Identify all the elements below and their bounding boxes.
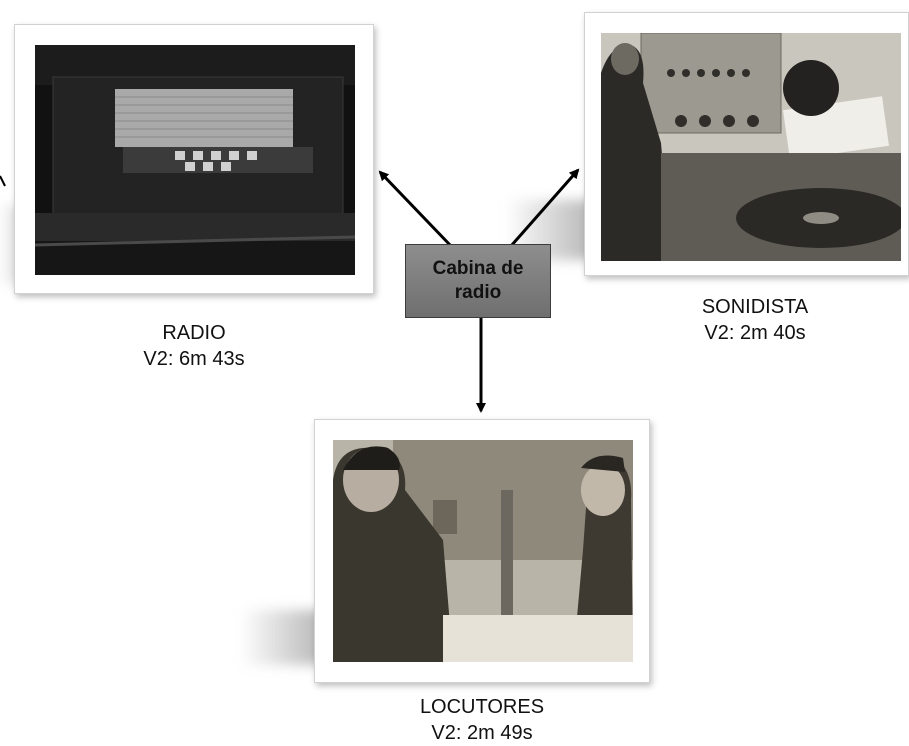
radio-duration: V2: 6m 43s bbox=[143, 348, 245, 370]
hub-label-line1: Cabina de bbox=[432, 258, 524, 279]
hub-cabina-de-radio: Cabina de radio bbox=[405, 244, 551, 318]
arrow-to-sonidista bbox=[509, 168, 580, 247]
sonidista-duration: V2: 2m 40s bbox=[704, 322, 806, 344]
radio-photo-card bbox=[14, 24, 374, 294]
locutores-card-shadow bbox=[240, 610, 325, 665]
sonidista-caption: SONIDISTA V2: 2m 40s bbox=[655, 294, 855, 346]
arrow-to-radio bbox=[378, 170, 453, 248]
sonidista-title: SONIDISTA bbox=[701, 296, 809, 318]
locutores-photo-card bbox=[314, 419, 650, 683]
sonidista-photo bbox=[601, 33, 901, 261]
radio-photo bbox=[35, 45, 355, 275]
locutores-caption: LOCUTORES V2: 2m 49s bbox=[382, 694, 582, 746]
locutores-duration: V2: 2m 49s bbox=[431, 722, 533, 744]
locutores-photo bbox=[333, 440, 633, 662]
locutores-title: LOCUTORES bbox=[419, 696, 545, 718]
hub-label-line2: radio bbox=[454, 282, 502, 303]
radio-title: RADIO bbox=[162, 322, 226, 344]
radio-caption: RADIO V2: 6m 43s bbox=[94, 320, 294, 372]
sonidista-photo-card bbox=[584, 12, 909, 276]
edge-arrow-fragment bbox=[0, 175, 6, 187]
